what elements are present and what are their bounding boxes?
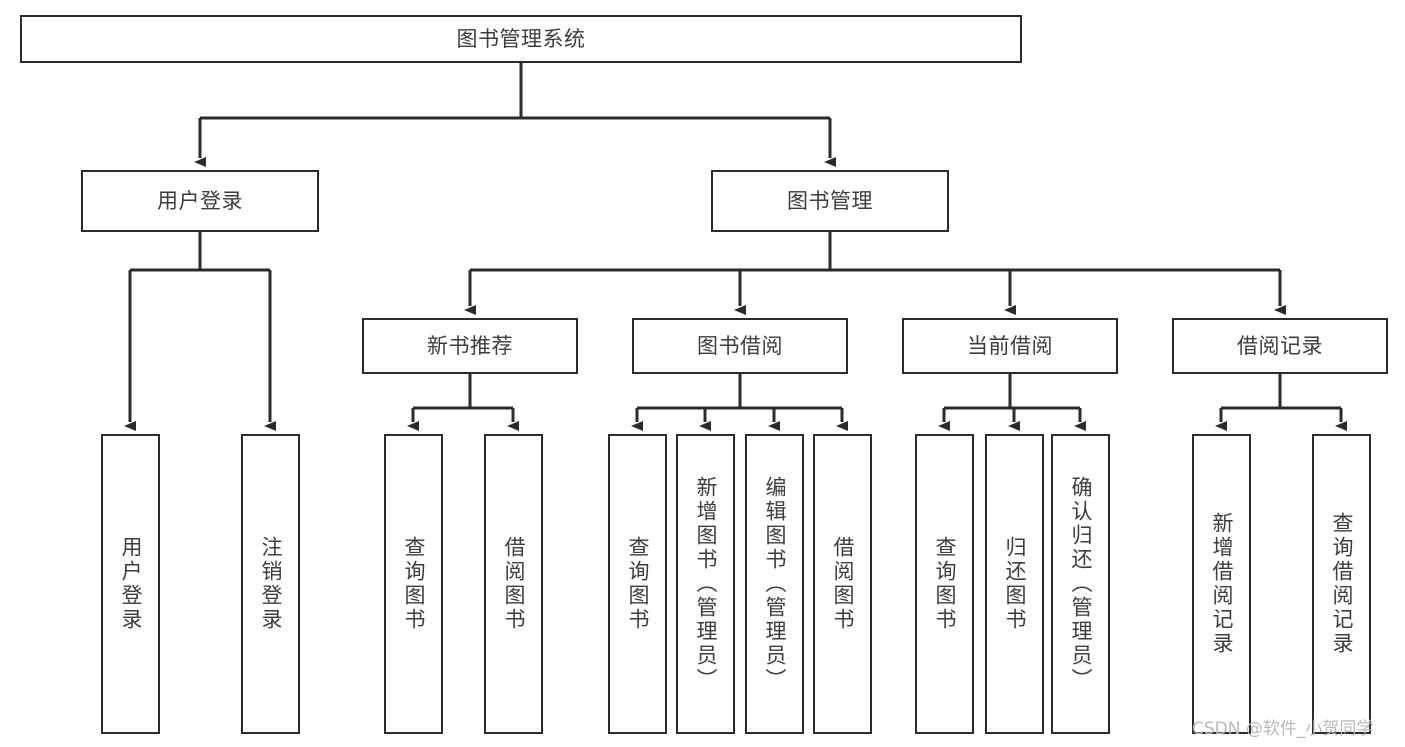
node-current-borrow-label: 当前借阅: [967, 333, 1053, 358]
csdn-watermark: CSDN @软件_小贺同学: [1192, 719, 1374, 739]
leaf-query-book-current-label: 查询图书: [933, 536, 957, 632]
node-book-borrow[interactable]: 图书借阅: [632, 318, 848, 374]
node-book-management-label: 图书管理: [787, 188, 873, 213]
leaf-logout[interactable]: 注销登录: [241, 434, 300, 734]
node-user-login-label: 用户登录: [157, 188, 243, 213]
leaf-edit-book-admin[interactable]: 编辑图书（管理员）: [745, 434, 804, 734]
node-new-book-recommend-label: 新书推荐: [427, 333, 513, 358]
leaf-user-login[interactable]: 用户登录: [101, 434, 160, 734]
leaf-add-borrow-record-label: 新增借阅记录: [1210, 512, 1234, 656]
node-book-borrow-label: 图书借阅: [697, 333, 783, 358]
leaf-add-book-admin[interactable]: 新增图书（管理员）: [676, 434, 735, 734]
leaf-edit-book-admin-label: 编辑图书（管理员）: [763, 476, 787, 692]
node-root[interactable]: 图书管理系统: [20, 15, 1022, 63]
leaf-query-book-borrow-label: 查询图书: [626, 536, 650, 632]
leaf-borrow-book[interactable]: 借阅图书: [813, 434, 872, 734]
leaf-user-login-label: 用户登录: [119, 536, 143, 632]
leaf-add-borrow-record[interactable]: 新增借阅记录: [1192, 434, 1251, 734]
node-borrow-record-label: 借阅记录: [1237, 333, 1323, 358]
leaf-query-book-newbook[interactable]: 查询图书: [384, 434, 443, 734]
leaf-query-borrow-record[interactable]: 查询借阅记录: [1312, 434, 1371, 734]
node-user-login[interactable]: 用户登录: [81, 170, 319, 232]
node-root-label: 图书管理系统: [456, 26, 586, 51]
node-book-management[interactable]: 图书管理: [711, 170, 949, 232]
node-borrow-record[interactable]: 借阅记录: [1172, 318, 1388, 374]
leaf-query-borrow-record-label: 查询借阅记录: [1330, 512, 1354, 656]
leaf-logout-label: 注销登录: [259, 536, 283, 632]
node-new-book-recommend[interactable]: 新书推荐: [362, 318, 578, 374]
leaf-borrow-book-label: 借阅图书: [831, 536, 855, 632]
leaf-query-book-current[interactable]: 查询图书: [915, 434, 974, 734]
node-current-borrow[interactable]: 当前借阅: [902, 318, 1118, 374]
leaf-borrow-book-newbook-label: 借阅图书: [502, 536, 526, 632]
leaf-query-book-newbook-label: 查询图书: [402, 536, 426, 632]
leaf-return-book-label: 归还图书: [1003, 536, 1027, 632]
leaf-confirm-return-admin[interactable]: 确认归还（管理员）: [1051, 434, 1110, 734]
leaf-return-book[interactable]: 归还图书: [985, 434, 1044, 734]
leaf-confirm-return-admin-label: 确认归还（管理员）: [1069, 476, 1093, 692]
leaf-add-book-admin-label: 新增图书（管理员）: [694, 476, 718, 692]
leaf-borrow-book-newbook[interactable]: 借阅图书: [484, 434, 543, 734]
leaf-query-book-borrow[interactable]: 查询图书: [608, 434, 667, 734]
